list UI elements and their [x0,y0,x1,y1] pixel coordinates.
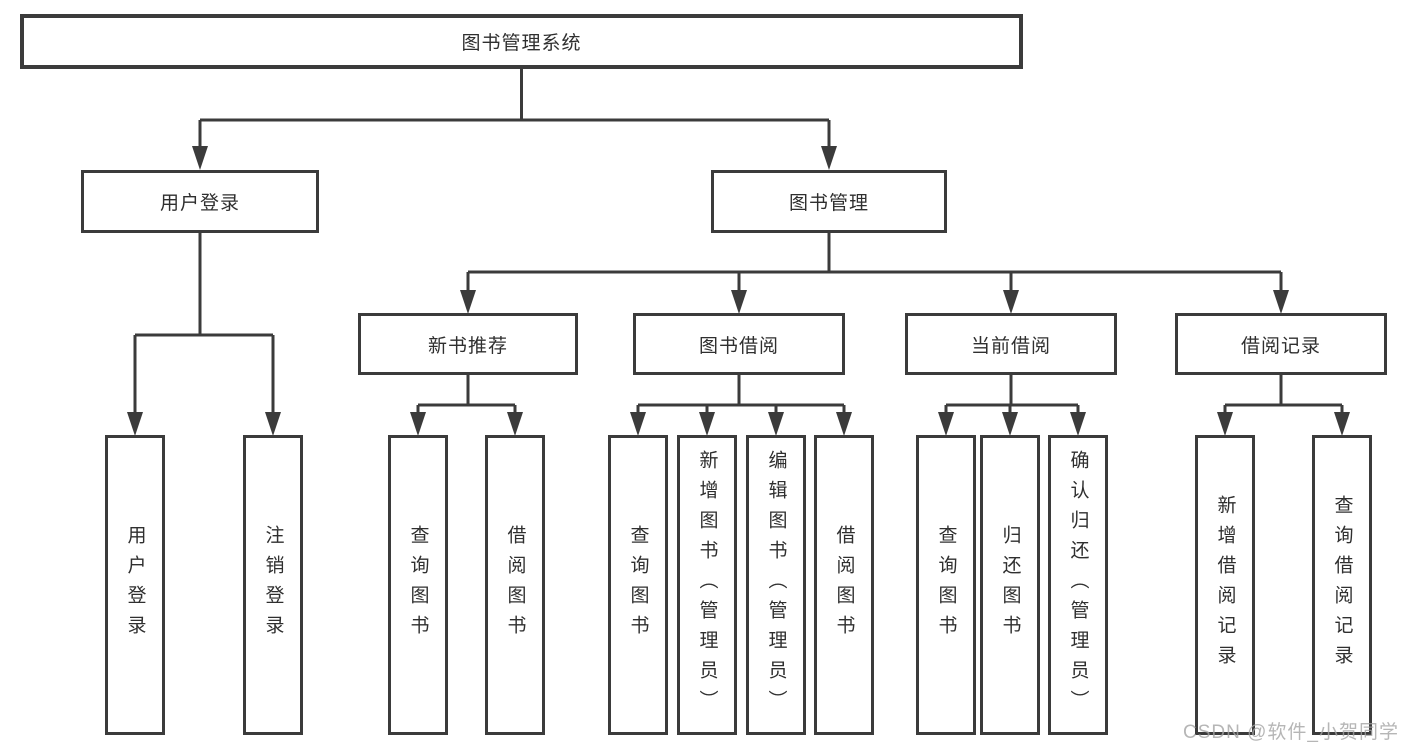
node-book-borrowing: 图书借阅 [633,313,845,375]
leaf-user-login: 用户登录 [105,435,165,735]
leaf-borrow-books-recommend: 借阅图书 [485,435,545,735]
node-borrowing-records: 借阅记录 [1175,313,1387,375]
leaf-confirm-return-admin: 确认归还（管理员） [1048,435,1108,735]
leaf-return-books: 归还图书 [980,435,1040,735]
node-book-management: 图书管理 [711,170,947,233]
leaf-add-books-admin: 新增图书（管理员） [677,435,737,735]
leaf-query-borrow-record: 查询借阅记录 [1312,435,1372,735]
leaf-logout-login: 注销登录 [243,435,303,735]
leaf-edit-books-admin: 编辑图书（管理员） [746,435,806,735]
node-current-borrowing: 当前借阅 [905,313,1117,375]
leaf-query-books-recommend: 查询图书 [388,435,448,735]
leaf-query-books-current: 查询图书 [916,435,976,735]
node-new-book-recommendation: 新书推荐 [358,313,578,375]
leaf-borrow-books-borrowing: 借阅图书 [814,435,874,735]
leaf-query-books-borrowing: 查询图书 [608,435,668,735]
node-root: 图书管理系统 [20,14,1023,69]
leaf-add-borrow-record: 新增借阅记录 [1195,435,1255,735]
node-user-login: 用户登录 [81,170,319,233]
csdn-watermark: CSDN @软件_小贺同学 [1183,722,1399,743]
